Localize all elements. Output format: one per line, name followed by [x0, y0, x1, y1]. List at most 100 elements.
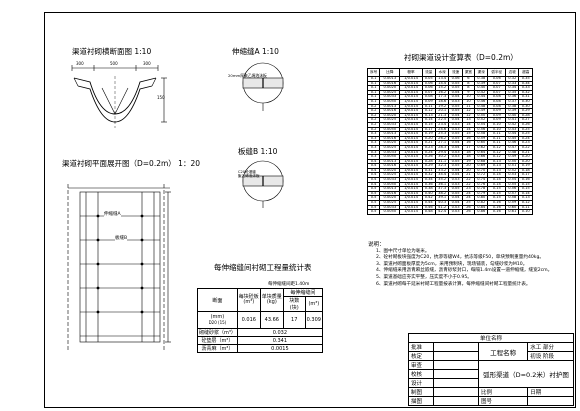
section-dim-side: 150 [157, 95, 165, 100]
qty-section-cell: (mm) D20 (15) [197, 311, 238, 329]
calc-table-title: 衬砌渠道设计查算表（D=0.2m） [404, 53, 518, 62]
date-label: 日期 [527, 387, 574, 397]
calc-cell: 0.03 [448, 209, 463, 215]
tb-value-trace [433, 396, 479, 406]
joint-b-title: 板缝B 1:10 [238, 147, 278, 156]
joint-a-detail [242, 62, 284, 111]
plan-joint-a-label: 伸缩缝A [104, 211, 121, 217]
calc-cell: 0.0050 [379, 209, 401, 215]
tb-value-design [433, 378, 479, 388]
tb-label-design: 设计 [408, 378, 434, 388]
note-item: 6、渠道衬砌每千延米衬砌工程量按表计算，每伸缩缝间衬砌工程量统计表。 [376, 281, 531, 287]
qty-cell-count: 17 [282, 311, 306, 329]
calc-header-cell: 流速 [448, 68, 463, 77]
tb-label-draw: 制图 [408, 387, 434, 397]
calc-cell: 0.5 [366, 209, 381, 215]
qty-section-unit: (mm) [210, 314, 225, 320]
calc-header-cell: 渠深 [474, 68, 489, 77]
joint-a-note: 20mm厚聚乙烯泡沫板 [228, 73, 267, 78]
section-dim-left: 300 [76, 61, 84, 66]
tb-label-review: 审查 [408, 360, 434, 370]
joint-a-title: 伸缩缝A 1:10 [232, 47, 279, 56]
joint-b-note: C20砼灌缝 聚乙烯泡沫板 [238, 170, 260, 178]
tb-value-approve [433, 342, 479, 352]
calc-header-cell: 超高 [518, 68, 533, 77]
plan-title: 渠道衬砌平面展开图（D=0.2m） 1：20 [62, 159, 200, 168]
section-title: 渠道衬砌横断面图 1:10 [72, 47, 152, 56]
design-part: 水工 部分 [527, 342, 574, 352]
calc-cell: 1/0.014 [399, 209, 423, 215]
tb-value-verify [433, 351, 479, 361]
tb-label-trace: 描图 [408, 396, 434, 406]
drawing-title: 弧形渠道（D=0.2米）衬护图 [478, 360, 574, 388]
drawing-no-label: 图号 [477, 396, 529, 406]
qty-header-total: (m³) [304, 296, 324, 312]
qty-row-label: 沥青麻（m³） [197, 344, 238, 353]
qty-row-value: 0.0015 [236, 344, 324, 353]
section-dim-right: 300 [143, 61, 151, 66]
qty-cell-total: 0.309 [304, 311, 324, 329]
qty-header-section: 断面 [197, 288, 238, 312]
plan-layout-drawing [67, 184, 171, 350]
calc-cell: 0.48 [421, 209, 436, 215]
qty-header-volume: 每块砼板 (m³) [236, 288, 261, 312]
qty-section-size: D20 (15) [208, 320, 227, 325]
qty-row-label: 砼垫层（m³） [197, 336, 238, 345]
title-block: 单位名称 批准 工程名称 水工 部分 核定 初设 阶段 审查 弧形渠道（D=0.… [408, 333, 574, 406]
quantity-table: 断面 每块砼板 (m³) 单块质量 (kg) 每伸缩缝间 块数(块) (m³) … [197, 288, 324, 353]
tb-label-verify: 核定 [408, 351, 434, 361]
calc-cell: 26 [461, 209, 476, 215]
joint-b-detail [242, 160, 284, 208]
calc-header-cell: 边坡 [505, 68, 520, 77]
tb-value-review [433, 360, 479, 370]
qty-row-value: 0.032 [236, 328, 324, 337]
tb-label-check: 校核 [408, 369, 434, 379]
note-item: 4、伸缩缝采用沥青麻丝嵌缝，沥青砂浆封口，每隔1.4m设置一道伸缩缝，缝宽2cm… [376, 268, 553, 274]
notes-block: 说明： 1、图中尺寸单位为毫米。 2、砼衬砌板块强度为C20，抗渗等级W4，抗冻… [368, 242, 568, 288]
tb-label-approve: 批准 [408, 342, 434, 352]
qty-row-label: 砌缝砂浆（m³） [197, 328, 238, 337]
calc-header-cell: 序号 [366, 68, 381, 77]
note-item: 2、砼衬砌板块强度为C20，抗渗等级W4，抗冻等级F50，单块预制重量约40kg… [376, 255, 544, 261]
calc-cell: 42.4 [434, 209, 450, 215]
calc-header-cell: 比降 [379, 68, 401, 77]
notes-heading: 说明： [368, 242, 385, 248]
note-item: 3、渠道衬砌面板厚度为5cm，采用预制块，现场铺装，勾缝砂浆为M10。 [376, 261, 528, 267]
calc-cell: 0.86 [474, 209, 489, 215]
tb-value-draw [433, 387, 479, 397]
project-name-label: 工程名称 [477, 342, 529, 361]
qty-table-subtitle: 每伸缩缝间距1.40m [268, 282, 310, 287]
qty-row-value: 0.341 [236, 336, 324, 345]
qty-header-per-joint: 每伸缩缝间 [282, 288, 324, 297]
tb-value-check [433, 369, 479, 379]
qty-header-weight: 单块质量 (kg) [259, 288, 284, 312]
section-dim-mid: 500 [110, 61, 118, 66]
note-item: 1、图中尺寸单位为毫米。 [376, 248, 430, 254]
plan-joint-b-label: 板缝B [115, 235, 128, 241]
qty-header-count: 块数(块) [282, 296, 306, 312]
calc-cell: 0.16 [487, 209, 507, 215]
drawing-no-value [527, 396, 574, 406]
channel-section-drawing [71, 65, 167, 128]
design-stage: 初设 阶段 [527, 351, 574, 361]
scale-label: 比例 [477, 387, 529, 397]
unit-name: 单位名称 [408, 333, 574, 343]
note-item: 5、渠道基础应夯实平整，压实度不小于0.95。 [376, 274, 472, 280]
calc-cell: 0.61 [505, 209, 520, 215]
qty-cell-volume: 0.016 [236, 311, 261, 329]
drawing-frame [44, 12, 576, 408]
calc-cell: 0.10 [518, 209, 533, 215]
